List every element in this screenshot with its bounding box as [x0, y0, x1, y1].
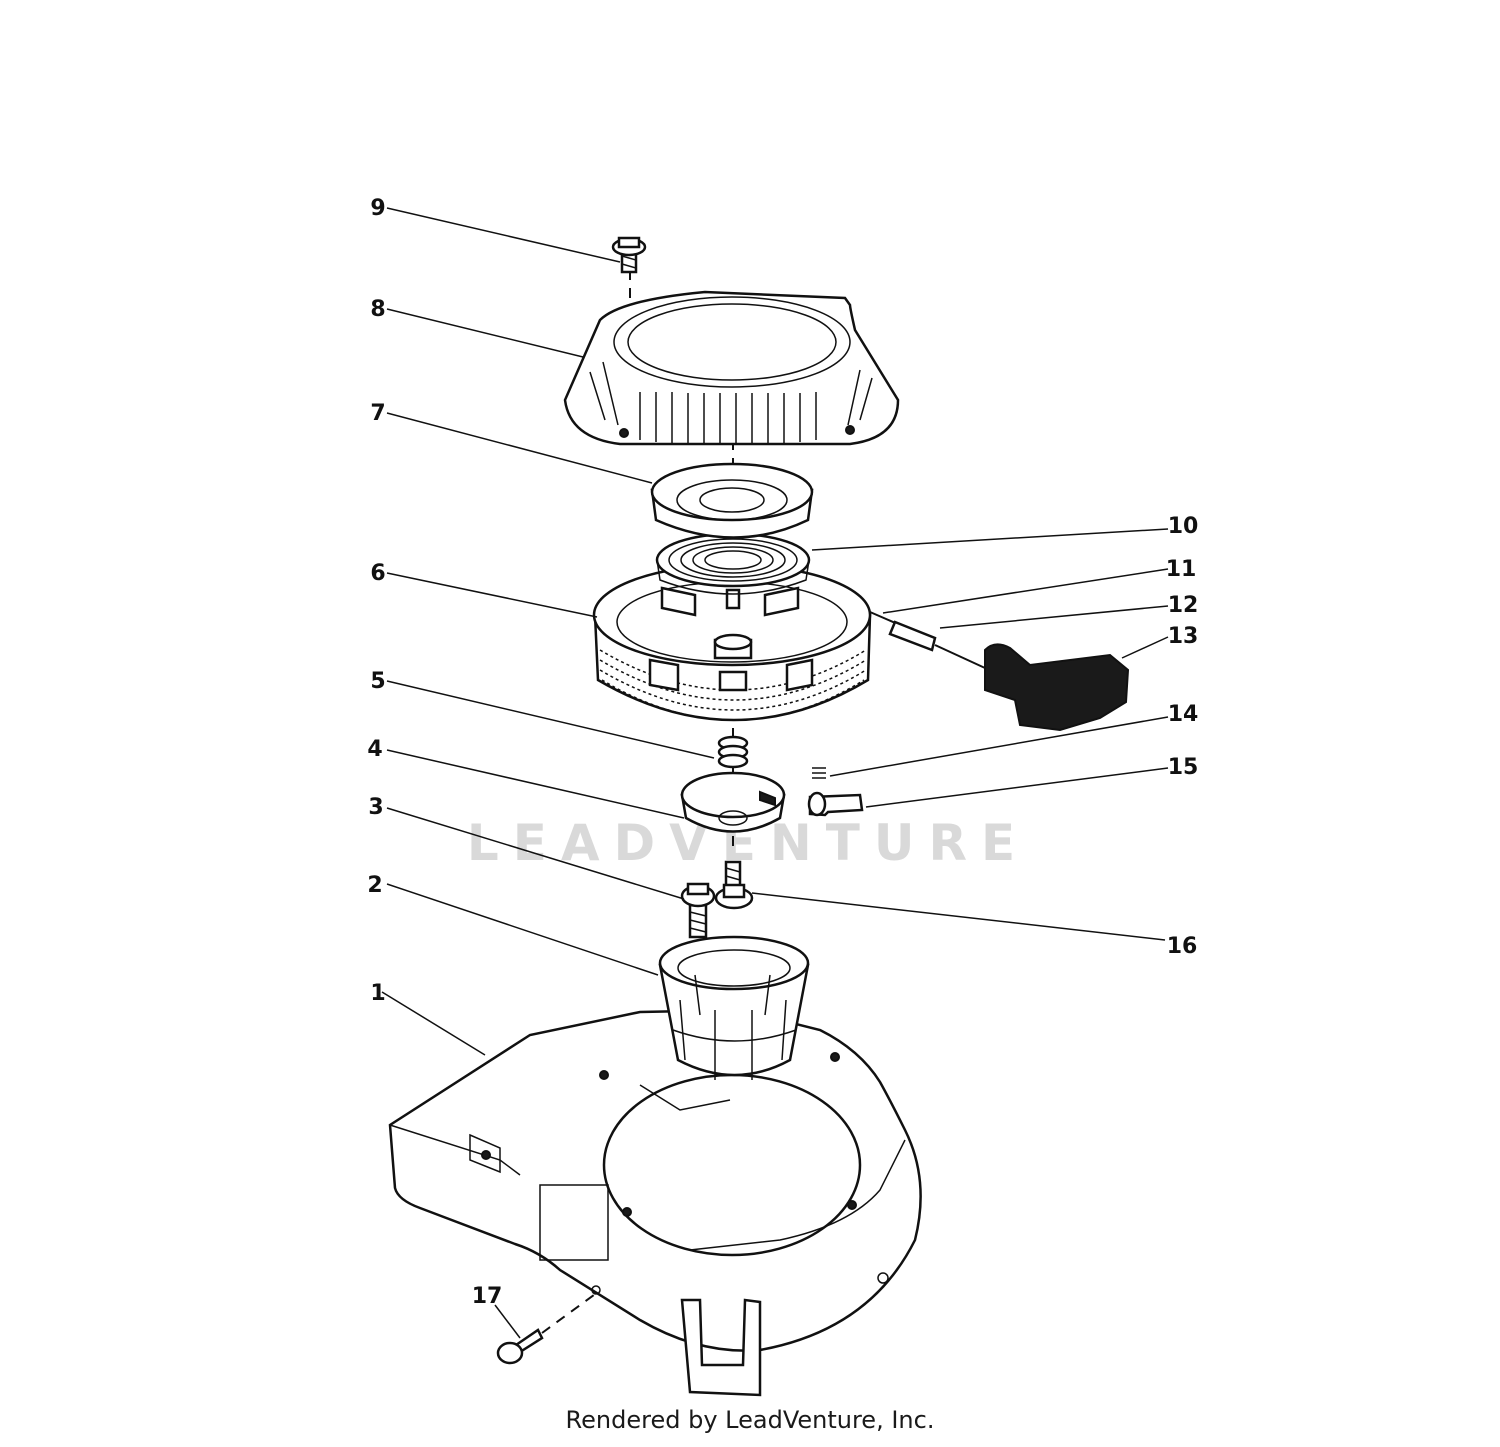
part-2-starter-cup [658, 935, 810, 1080]
callout-17: 17 [472, 1284, 503, 1309]
credit-text: Rendered by LeadVenture, Inc. [565, 1406, 935, 1434]
callout-9: 9 [370, 196, 385, 221]
part-16-screw [714, 860, 754, 910]
part-4-pawl-cup [680, 771, 786, 833]
callout-labels: 9 8 7 6 5 4 3 2 1 10 11 12 13 14 15 16 1… [367, 196, 1198, 1309]
callout-11: 11 [1166, 557, 1197, 582]
callout-13: 13 [1168, 624, 1199, 649]
part-9-screw [611, 236, 647, 274]
part-1-blower-housing [388, 1008, 922, 1397]
callout-5: 5 [370, 669, 385, 694]
callout-1: 1 [370, 981, 385, 1006]
part-6-pulley [592, 563, 872, 722]
leader-lines [381, 207, 1169, 1339]
callout-15: 15 [1168, 755, 1199, 780]
callout-2: 2 [367, 873, 382, 898]
part-7-spring-cover [650, 462, 814, 539]
part-5-spring [717, 735, 749, 769]
callout-6: 6 [370, 561, 385, 586]
callout-14: 14 [1168, 702, 1199, 727]
callout-12: 12 [1168, 593, 1199, 618]
callout-16: 16 [1167, 934, 1198, 959]
callout-4: 4 [367, 737, 382, 762]
callout-7: 7 [370, 401, 385, 426]
part-10-recoil-spring [655, 532, 811, 595]
part-13-handle [984, 643, 1130, 732]
part-14-spring [812, 767, 826, 779]
callout-8: 8 [370, 297, 385, 322]
part-3-screw [680, 882, 716, 939]
part-15-pawl [807, 791, 864, 817]
part-12-rope-insert [888, 620, 986, 669]
part-8-starter-housing [563, 290, 900, 446]
callout-10: 10 [1168, 514, 1199, 539]
callout-3: 3 [368, 795, 383, 820]
part-17-screw [496, 1291, 599, 1365]
